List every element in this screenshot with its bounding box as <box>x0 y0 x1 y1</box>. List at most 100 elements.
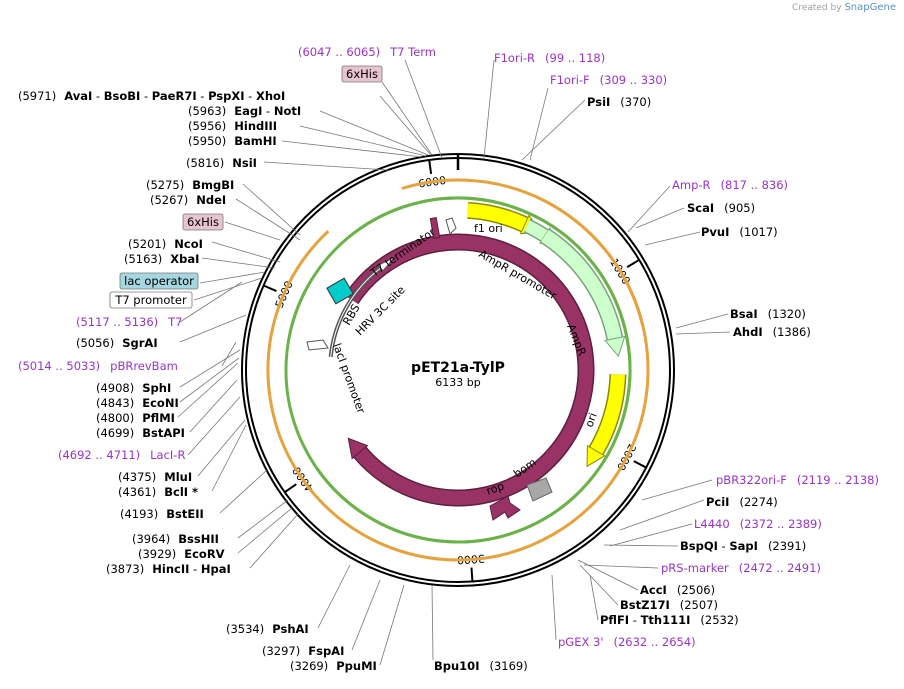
enz-sapi: SapI <box>729 539 758 553</box>
enz-bstapi: BstAPI <box>142 426 185 440</box>
enz-pos-bstz17i: (2507) <box>680 598 718 612</box>
leader-line-37 <box>627 185 671 233</box>
svg-text:(5117 .. 5136)T7: (5117 .. 5136) T7 <box>76 315 182 329</box>
enz-pos-bstapi: (4699) <box>96 426 134 440</box>
leader-line-30 <box>603 544 679 547</box>
svg-text:(5014 .. 5033)pBRrevBam: (5014 .. 5033)pBRrevBam <box>18 359 178 373</box>
enz-bsshii: BssHII <box>178 532 219 546</box>
svg-text:(5267)NdeI: (5267)NdeI <box>150 193 226 207</box>
leader-line-18 <box>237 507 293 554</box>
enz-sphi: SphI <box>142 381 171 395</box>
primer-range-f1ori-r: (99 .. 118) <box>545 51 605 65</box>
enz-bpu10i: Bpu10I <box>434 659 479 673</box>
svg-text:BsaI(1320): BsaI(1320) <box>730 307 806 321</box>
svg-text:(5163)XbaI: (5163)XbaI <box>124 252 199 266</box>
enz-ppumi: PpuMI <box>336 659 377 673</box>
leader-line-25 <box>635 207 685 229</box>
feature-label-laci: lacI <box>308 399 325 421</box>
primer-amp-r: Amp-R <box>672 178 711 192</box>
enz-pcii: PciI <box>706 495 729 509</box>
enz-pshai: PshAI <box>272 622 308 636</box>
enz-hincii: HincII <box>152 562 189 576</box>
primer-range-f1ori-f: (309 .. 330) <box>600 73 668 87</box>
leader-line-21 <box>351 579 381 651</box>
enz-pos-pvui: (1017) <box>739 225 777 239</box>
f1-ori-marker <box>445 217 457 235</box>
leader-line-43 <box>221 341 237 367</box>
enz-pos-bamhi: (5950) <box>188 134 226 148</box>
leader-line-45 <box>381 81 433 156</box>
tick-2000 <box>633 460 647 469</box>
primer-range-pbr322ori-f: (2119 .. 2138) <box>797 473 879 487</box>
svg-text:(5816)NsiI: (5816)NsiI <box>186 156 257 170</box>
bom-block <box>526 477 553 502</box>
feature-label-laci-promoter: lacI promoter <box>330 342 368 416</box>
svg-text:Bpu10I(3169): Bpu10I(3169) <box>434 659 528 673</box>
primer-range-t7: (5117 .. 5136) <box>76 315 158 329</box>
primer-range-laci-r: (4692 .. 4711) <box>58 448 140 462</box>
svg-text:(4692 .. 4711)LacI-R: (4692 .. 4711)LacI-R <box>58 448 185 462</box>
svg-text:L4440(2372 .. 2389): L4440(2372 .. 2389) <box>694 517 822 531</box>
credit-prefix: Created by <box>792 3 842 13</box>
ampr-arrow <box>540 229 622 340</box>
enz-bspqi: BspQI <box>680 539 718 553</box>
svg-text:pRS-marker(2472 .. 2491): pRS-marker(2472 .. 2491) <box>661 561 821 575</box>
leader-line-16 <box>219 469 268 514</box>
leader-line-7 <box>211 241 281 263</box>
enz-pos-ppumi: (3269) <box>290 659 328 673</box>
enz-pspxi: PspXI <box>208 89 244 103</box>
primer-range-pgex3: (2632 .. 2654) <box>614 635 696 649</box>
enz-pos-hindiii: (5956) <box>188 119 226 133</box>
enz-pos-ncoi: (5201) <box>128 237 166 251</box>
enz-pos-bsai: (1320) <box>768 307 806 321</box>
enz-hindiii: HindIII <box>234 119 277 133</box>
enz-eagi: EagI <box>234 104 262 118</box>
enz-scai: ScaI <box>687 201 714 215</box>
enz-bamhi: BamHI <box>234 134 276 148</box>
svg-text:(3297)FspAI: (3297)FspAI <box>262 644 344 658</box>
enz-pflfi: PflFI <box>600 613 629 627</box>
primer-pbrrevbam: pBRrevBam <box>110 359 178 373</box>
svg-text:(3269)PpuMI: (3269) PpuMI <box>290 659 377 673</box>
enz-noti: NotI <box>274 104 301 118</box>
svg-text:(3964)BssHII: (3964)BssHII <box>132 532 219 546</box>
feature-label-rop: rop <box>485 479 506 497</box>
enz-pos-psii: (370) <box>620 95 651 109</box>
primer-range-l4440: (2372 .. 2389) <box>740 517 822 531</box>
plasmid-length: 6133 bp <box>435 376 480 389</box>
tick-6000 <box>428 159 433 174</box>
leader-line-20 <box>317 564 351 629</box>
enz-pos-bmgbi: (5275) <box>146 178 184 192</box>
enz-ecorv: EcoRV <box>184 547 224 561</box>
box-t7-promoter <box>109 291 193 309</box>
svg-text:pBR322ori-F(2119 .. 2138): pBR322ori-F(2119 .. 2138) <box>716 473 879 487</box>
svg-text:(5971)AvaI - BsoBI - PaeR7I -: (5971)AvaI - BsoBI - PaeR7I - PspXI - Xh… <box>18 89 285 103</box>
enz-nsii: NsiI <box>232 156 257 170</box>
enz-pos-ahdi: (1386) <box>773 325 811 339</box>
enz-pos-sgrai: (5056) <box>76 336 114 350</box>
leader-line-47 <box>199 271 266 284</box>
enz-bstz17i: BstZ17I <box>620 598 670 612</box>
leader-line-13 <box>189 379 238 433</box>
leader-line-24 <box>521 99 586 161</box>
green-arc-left-lower <box>290 196 632 544</box>
leader-line-19 <box>249 513 299 569</box>
svg-text:ScaI(905): ScaI(905) <box>687 201 755 215</box>
enz-psii: PsiI <box>587 95 610 109</box>
svg-text:AccI(2506): AccI(2506) <box>640 583 715 597</box>
primer-range-amp-r: (817 .. 836) <box>721 178 789 192</box>
box-6xhis-left-label: 6xHis <box>187 215 219 229</box>
leader-line-10 <box>179 349 241 388</box>
box-6xhis-top-label: 6xHis <box>346 67 378 81</box>
svg-text:PsiI(370): PsiI (370) <box>587 95 651 109</box>
primer-t7: T7 <box>167 315 182 329</box>
tick-5000 <box>263 284 277 292</box>
svg-text:F1ori-R(99 .. 118): F1ori-R(99 .. 118) <box>494 51 605 65</box>
leader-line-9 <box>179 314 247 343</box>
svg-text:(4375)MluI: (4375)MluI <box>118 470 192 484</box>
primer-range-t7term: (6047 .. 6065) <box>298 45 380 59</box>
box-lac-operator-label: lac operator <box>124 274 194 288</box>
leader-line-14 <box>197 419 246 477</box>
svg-text:(3534)PshAI: (3534)PshAI <box>226 622 309 636</box>
